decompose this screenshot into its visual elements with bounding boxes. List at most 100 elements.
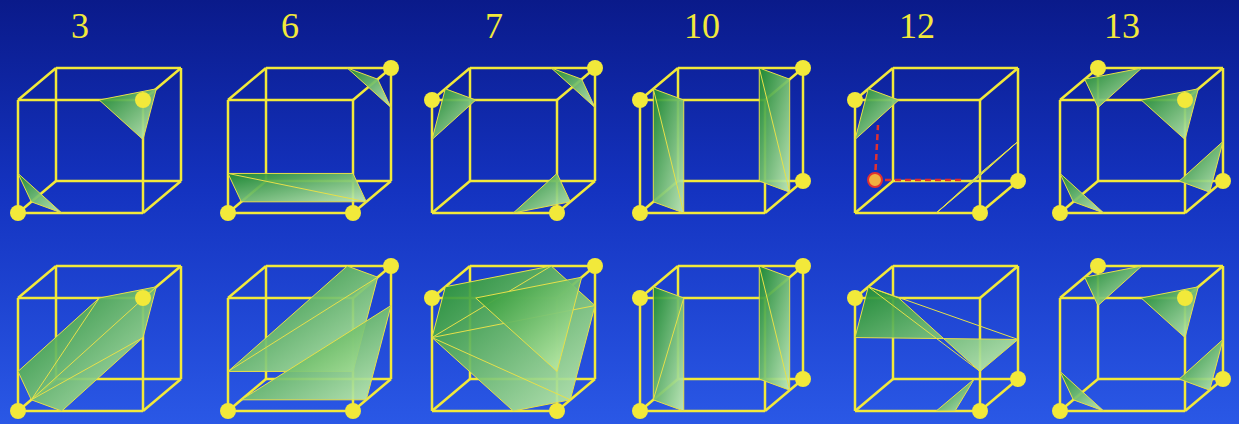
cube-edge: [431, 100, 434, 213]
cube-edge: [143, 181, 181, 213]
isosurface-patch: [18, 287, 156, 411]
vertex-dot: [135, 92, 151, 108]
cube-edge: [180, 266, 183, 379]
cube-edge: [17, 100, 20, 213]
cube-edge: [18, 212, 143, 215]
triangulation-line: [653, 89, 683, 213]
case-number: 6: [281, 6, 299, 46]
vertex-dot: [1090, 60, 1106, 76]
cube-edge: [1059, 298, 1062, 411]
cube-edge: [180, 68, 183, 181]
cube-edge: [228, 410, 353, 413]
cube-edge: [17, 298, 20, 411]
cube-edge: [432, 212, 557, 215]
vertex-dot: [972, 205, 988, 221]
isosurface-patch: [18, 173, 62, 213]
dashed-guide: [875, 125, 878, 180]
cube-edge: [640, 212, 765, 215]
cube-edge: [266, 67, 391, 70]
cube-edge: [640, 410, 765, 413]
vertex-dot: [1052, 205, 1068, 221]
cube-edge: [470, 265, 595, 268]
isosurface-patch: [1060, 173, 1104, 213]
vertex-dot: [1177, 92, 1193, 108]
vertex-dot: [1177, 290, 1193, 306]
cube-edge: [143, 379, 181, 411]
isosurface-patch: [432, 266, 595, 411]
cube-edge: [469, 68, 472, 181]
triangulation-line: [31, 298, 99, 400]
cube-edge: [1060, 410, 1185, 413]
cube-edge: [1017, 266, 1020, 379]
cube-edge: [802, 266, 805, 379]
case-number: 13: [1104, 6, 1140, 46]
case-number: 12: [899, 6, 935, 46]
cube-edge: [432, 410, 557, 413]
dashed-guide: [875, 179, 965, 182]
cube-edge: [855, 379, 893, 411]
vertex-dot: [847, 290, 863, 306]
vertex-dot: [383, 258, 399, 274]
vertex-dot: [220, 403, 236, 419]
vertex-dot: [1215, 173, 1231, 189]
vertex-dot: [424, 92, 440, 108]
cube-edge: [892, 68, 895, 181]
vertex-dot: [10, 403, 26, 419]
vertex-dot: [345, 403, 361, 419]
cube-edge: [55, 68, 58, 181]
isosurface-patch: [1141, 287, 1198, 338]
cube-edge: [266, 265, 391, 268]
vertex-dot: [632, 290, 648, 306]
cube-edge: [432, 379, 470, 411]
isosurface-patch: [551, 68, 595, 108]
cube-edge: [639, 298, 642, 411]
cube-edge: [18, 266, 56, 298]
cube-edge: [227, 298, 230, 411]
cube-edge: [470, 67, 595, 70]
isosurface-patch: [653, 287, 683, 411]
cube-edge: [1060, 212, 1185, 215]
isosurface-patch: [936, 141, 1018, 213]
cube-edge: [18, 410, 143, 413]
vertex-dot: [135, 290, 151, 306]
vertex-dot: [632, 205, 648, 221]
cube-edge: [431, 298, 434, 411]
case-number: 10: [684, 6, 720, 46]
cube-edge: [1017, 68, 1020, 181]
cube-edge: [979, 100, 982, 213]
isosurface-patch: [855, 287, 1018, 372]
isosurface-patch: [476, 277, 582, 371]
vertex-dot: [345, 205, 361, 221]
triangulation-line: [868, 287, 1018, 340]
isosurface-patch: [936, 379, 974, 411]
cube-edge: [228, 266, 266, 298]
cube-edge: [854, 100, 857, 213]
triangulation-line: [228, 173, 366, 201]
cube-edge: [1222, 266, 1225, 379]
vertex-dot: [847, 92, 863, 108]
cube-edge: [594, 68, 597, 181]
vertex-dot: [632, 92, 648, 108]
triangulation-line: [653, 298, 683, 400]
isosurface-patch: [1141, 89, 1198, 140]
case-number: 3: [71, 6, 89, 46]
cube-edge: [678, 67, 803, 70]
vertex-dot: [220, 205, 236, 221]
cube-edge: [56, 67, 181, 70]
cube-edge: [432, 181, 470, 213]
vertex-dot: [632, 403, 648, 419]
isosurface-patch: [1060, 371, 1104, 411]
vertex-dot: [549, 403, 565, 419]
isosurface-patch: [99, 89, 156, 140]
isosurface-patch: [759, 266, 789, 390]
isosurface-patch: [759, 68, 789, 192]
cube-edge: [1098, 265, 1223, 268]
cube-edge: [265, 68, 268, 181]
vertex-dot: [424, 290, 440, 306]
cube-edge: [802, 68, 805, 181]
vertex-dot: [10, 205, 26, 221]
cube-edge: [56, 265, 181, 268]
cube-edge: [228, 68, 266, 100]
vertex-dot: [795, 173, 811, 189]
cube-edge: [1098, 67, 1223, 70]
